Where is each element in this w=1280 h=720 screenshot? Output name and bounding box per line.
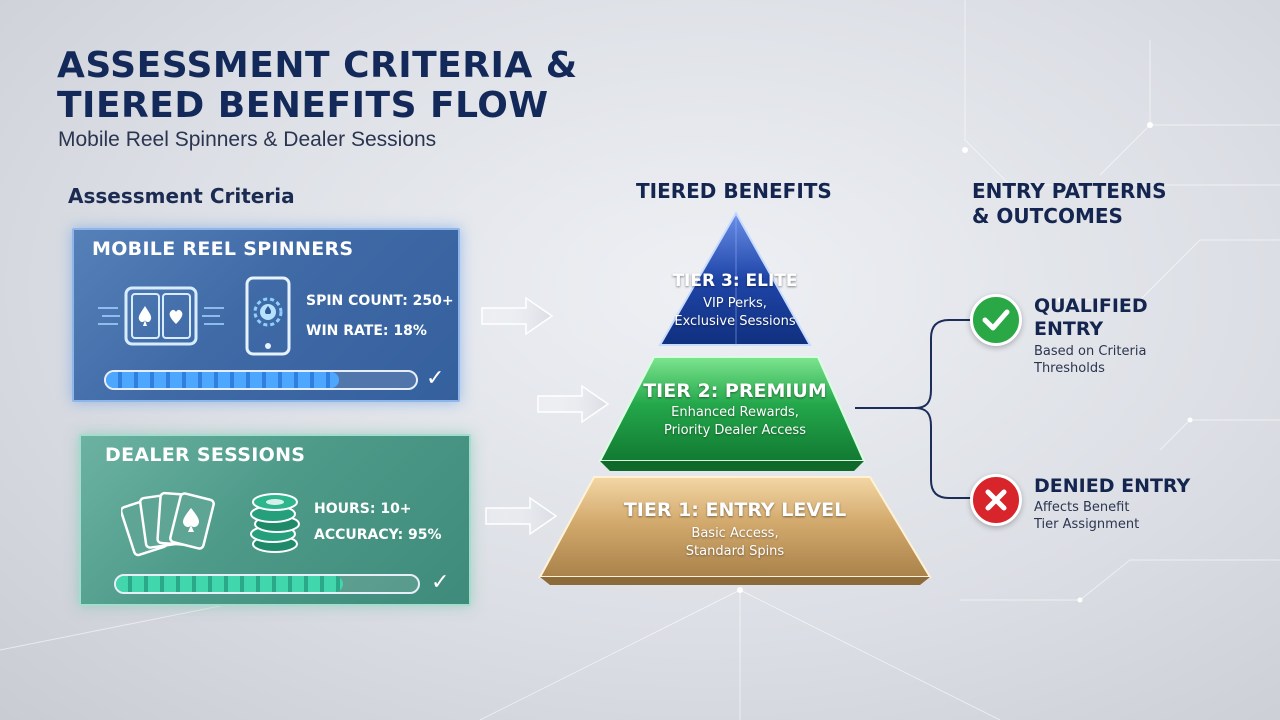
metric-win-rate: WIN RATE: 18% xyxy=(306,323,427,339)
tier-1-desc-line-2: Standard Spins xyxy=(685,544,785,559)
flow-arrow-icon xyxy=(481,296,554,336)
tier-3-desc-line-2: Exclusive Sessions xyxy=(674,314,796,329)
denied-desc-line-1: Affects Benefit xyxy=(1034,500,1130,515)
title-line-2: TIERED BENEFITS FLOW xyxy=(57,85,549,126)
metric-spin-count: SPIN COUNT: 250+ xyxy=(306,293,454,309)
tier-3-label: TIER 3: ELITE VIP Perks, Exclusive Sessi… xyxy=(635,271,835,331)
qualified-entry-desc: Based on Criteria Thresholds xyxy=(1034,343,1146,377)
casino-chips-icon xyxy=(250,493,300,553)
slot-reels-icon xyxy=(98,286,224,346)
tier-1-desc-line-1: Basic Access, xyxy=(691,526,779,541)
flow-arrow-icon xyxy=(485,496,558,536)
x-icon xyxy=(985,489,1007,511)
tier-2-name: TIER 2: PREMIUM xyxy=(643,380,827,402)
card-title: DEALER SESSIONS xyxy=(105,444,306,466)
flow-arrow-icon xyxy=(537,384,610,424)
tier-3-desc-line-1: VIP Perks, xyxy=(703,296,767,311)
tiers-heading: TIERED BENEFITS xyxy=(636,179,832,203)
check-icon: ✓ xyxy=(431,570,450,595)
smartphone-icon xyxy=(245,276,291,356)
page-subtitle: Mobile Reel Spinners & Dealer Sessions xyxy=(58,128,437,151)
progress-fill xyxy=(116,576,343,592)
tier-2-desc-line-1: Enhanced Rewards, xyxy=(671,405,799,420)
tier-3-shape xyxy=(658,210,812,346)
dealer-sessions-card: DEALER SESSIONS HOURS: 10+ ACCURACY: 95%… xyxy=(79,434,471,606)
metric-accuracy: ACCURACY: 95% xyxy=(314,527,442,543)
check-icon: ✓ xyxy=(426,366,445,391)
tier-1-label: TIER 1: ENTRY LEVEL Basic Access, Standa… xyxy=(600,499,870,561)
benefits-pyramid xyxy=(538,210,932,585)
outcomes-heading-line-1: ENTRY PATTERNS xyxy=(972,179,1167,203)
qualified-title-line-1: QUALIFIED xyxy=(1034,295,1148,317)
title-line-1: ASSESSMENT CRITERIA & xyxy=(57,45,578,86)
card-title: MOBILE REEL SPINNERS xyxy=(92,238,354,260)
progress-bar xyxy=(104,370,418,390)
qualified-status-badge xyxy=(970,294,1022,346)
metric-hours: HOURS: 10+ xyxy=(314,501,412,517)
denied-entry-desc: Affects Benefit Tier Assignment xyxy=(1034,499,1139,533)
progress-bar xyxy=(114,574,420,594)
mobile-reel-spinners-card: MOBILE REEL SPINNERS SPIN COUNT: 250+ WI… xyxy=(72,228,460,402)
tier-1-name: TIER 1: ENTRY LEVEL xyxy=(623,499,847,521)
outcome-bracket xyxy=(855,319,973,499)
tier-2-label: TIER 2: PREMIUM Enhanced Rewards, Priori… xyxy=(615,380,855,440)
qualified-desc-line-1: Based on Criteria xyxy=(1034,344,1147,359)
denied-entry-title: DENIED ENTRY xyxy=(1034,475,1191,497)
denied-status-badge xyxy=(970,474,1022,526)
check-icon xyxy=(982,309,1010,331)
qualified-entry-title: QUALIFIED ENTRY xyxy=(1034,295,1148,341)
playing-cards-icon xyxy=(121,491,215,557)
page-title: ASSESSMENT CRITERIA & TIERED BENEFITS FL… xyxy=(57,46,578,126)
qualified-desc-line-2: Thresholds xyxy=(1034,361,1105,376)
tier-3-name: TIER 3: ELITE xyxy=(672,271,798,291)
outcomes-heading: ENTRY PATTERNS & OUTCOMES xyxy=(972,179,1167,229)
denied-desc-line-2: Tier Assignment xyxy=(1034,517,1140,532)
tier-2-desc-line-2: Priority Dealer Access xyxy=(664,423,806,438)
criteria-heading: Assessment Criteria xyxy=(68,184,295,208)
progress-fill xyxy=(106,372,339,388)
outcomes-heading-line-2: & OUTCOMES xyxy=(972,204,1123,228)
qualified-title-line-2: ENTRY xyxy=(1034,318,1104,340)
